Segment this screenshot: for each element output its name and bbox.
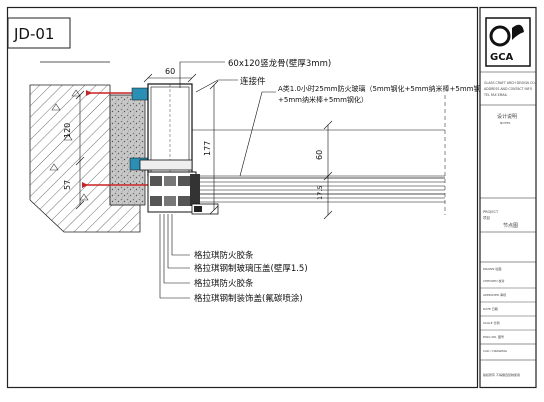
title-block: GCA GLASS CRAFT ARCH DESIGN CO. ADDRESS … [479,6,537,389]
dim-top [143,73,197,83]
dim-height-mid: 177 [203,141,212,156]
footer-note: 版权所有 不得擅自复制使用 [483,372,520,377]
small-label-6: DWG NO. 图号 [483,334,504,339]
callout-keel: 60x120竖龙骨(壁厚3mm) [228,58,331,69]
logo: GCA [485,17,531,67]
project-sub: 项目 [483,215,490,220]
callout-gasket-2: 格拉琪防火胶条 [194,278,254,289]
wall-section [29,61,146,233]
sheet-border [6,6,479,389]
dim-right [323,120,333,220]
small-label-5: SCALE 比例 [483,320,500,325]
dim-width-top: 60 [165,67,175,76]
company-line-1: GLASS CRAFT ARCH DESIGN CO. [484,81,536,85]
project-label: PROJECT [483,210,499,214]
glazing-cover [190,174,219,215]
small-label-3: APPROVED 审核 [483,292,506,297]
bottom-label: CAD / DRAWING [483,349,508,353]
design-note-title: 设计说明 [497,113,517,120]
drawing-code: JD-01 [13,25,54,43]
section-title: 节点图 [503,223,518,229]
callout-glass-line1: A类1.0小时25mm防火玻璃（5mm钢化+5mm纳米棒+5mm钢化 [278,84,487,93]
leader-lines [159,61,276,299]
logo-text: GCA [490,52,514,63]
dim-height-right: 60 [315,150,324,160]
dim-height-small: 17.5 [316,186,324,200]
drawing-code-box: JD-01 [7,17,71,49]
callout-connector: 连接件 [240,76,266,87]
callout-pressure-cover: 格拉琪钢制玻璃压盖(壁厚1.5) [194,263,308,274]
small-label-2: CHECKED 校对 [483,278,504,283]
dim-mid [209,80,219,215]
company-line-3: TEL FAX EMAIL [483,93,508,97]
callout-glass-line2: +5mm纳米棒+5mm钢化） [278,95,368,104]
small-label-4: DATE 日期 [483,306,498,311]
fire-glass [192,95,446,215]
dim-height-bottom: 57 [63,180,72,190]
callout-decor-cover: 格拉琪钢制装饰盖(氟碳喷涂) [194,293,303,304]
connector [139,159,197,213]
design-note-sub: NOTES [500,121,510,125]
small-label-1: DRAWN 绘图 [483,266,501,271]
company-line-2: ADDRESS AND CONTACT INFO [484,87,533,91]
dim-left [75,90,85,210]
callout-gasket-1: 格拉琪防火胶条 [194,250,254,261]
dim-height-top: 120 [63,123,72,138]
